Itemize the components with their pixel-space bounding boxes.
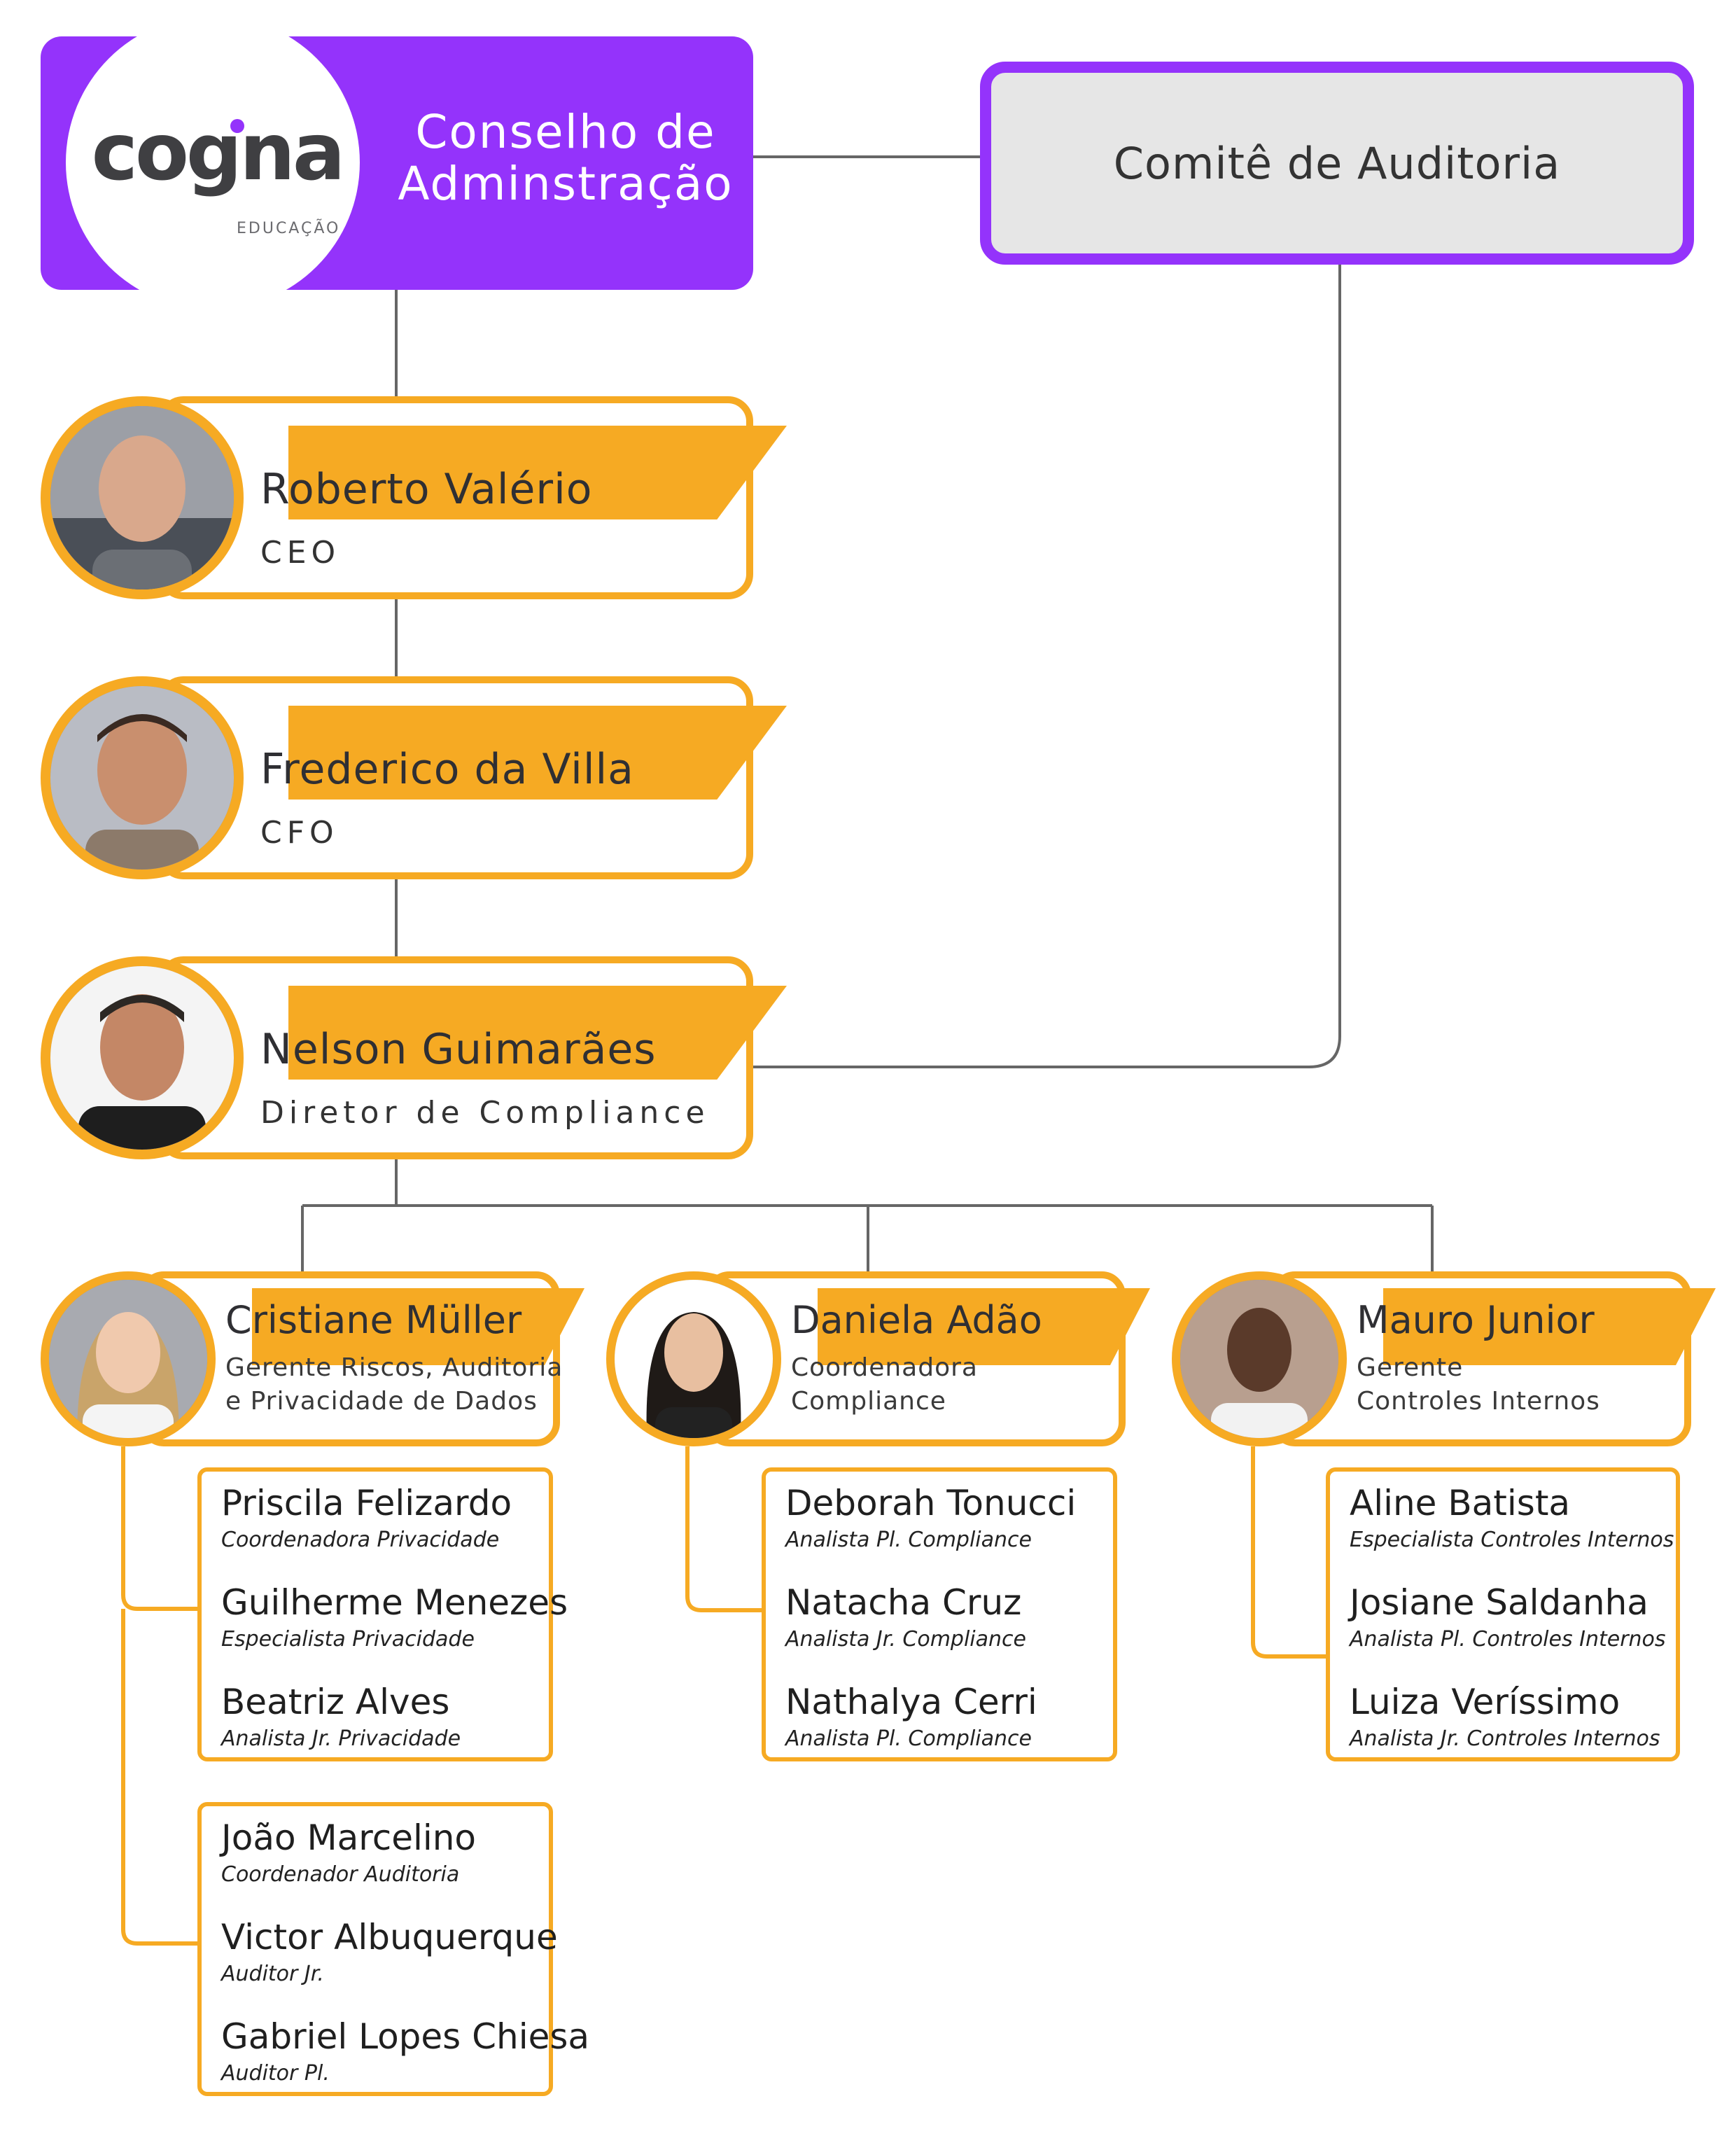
logo-dot-icon bbox=[230, 119, 244, 133]
audit-committee-title: Comitê de Auditoria bbox=[1113, 137, 1561, 189]
cristiane-team2-connector bbox=[121, 1609, 197, 1946]
team-member-role: Coordenadora Privacidade bbox=[221, 1528, 500, 1552]
manager-role-line2: Controles Internos bbox=[1357, 1387, 1600, 1416]
board-title: Conselho de Adminstração bbox=[384, 106, 748, 210]
name-banner bbox=[252, 1288, 584, 1365]
team-box-audit: João Marcelino Coordenador Auditoria Vic… bbox=[197, 1802, 589, 2096]
team-member-name: Priscila Felizardo bbox=[221, 1483, 512, 1523]
team-member-role: Coordenador Auditoria bbox=[221, 1862, 460, 1887]
exec-card-director[interactable]: Nelson Guimarães Diretor de Compliance bbox=[158, 956, 787, 1159]
exec-role: CEO bbox=[260, 535, 341, 571]
avatar-daniela bbox=[606, 1271, 781, 1446]
team-member-name: Deborah Tonucci bbox=[785, 1483, 1077, 1523]
manager-role-line1: Gerente Riscos, Auditoria bbox=[225, 1353, 564, 1382]
manager-role-line1: Coordenadora bbox=[791, 1353, 978, 1382]
exec-role: CFO bbox=[260, 815, 339, 851]
manager-name: Mauro Junior bbox=[1357, 1298, 1595, 1342]
team-member-name: Natacha Cruz bbox=[785, 1582, 1022, 1623]
mauro-team-connector bbox=[1251, 1446, 1326, 1659]
avatar-ceo bbox=[41, 396, 244, 599]
name-banner bbox=[818, 1288, 1150, 1365]
avatar-cristiane bbox=[41, 1271, 216, 1446]
audit-to-director-line bbox=[753, 265, 1341, 1068]
team-member-role: Analista Jr. Compliance bbox=[785, 1627, 1026, 1652]
avatar-director bbox=[41, 956, 244, 1159]
board-title-line1: Conselho de bbox=[415, 105, 716, 159]
exec-role: Diretor de Compliance bbox=[260, 1095, 710, 1131]
team-member-name: Victor Albuquerque bbox=[221, 1917, 558, 1957]
avatar-cfo bbox=[41, 676, 244, 879]
team-member-name: Beatriz Alves bbox=[221, 1682, 450, 1722]
team-member-role: Especialista Controles Internos bbox=[1350, 1528, 1674, 1552]
team-box-privacy: Priscila Felizardo Coordenadora Privacid… bbox=[197, 1467, 568, 1761]
exec-card-ceo[interactable]: Roberto Valério CEO bbox=[158, 396, 787, 599]
exec-name: Roberto Valério bbox=[260, 465, 593, 514]
team-member-name: Luiza Veríssimo bbox=[1350, 1682, 1620, 1722]
team-box-internal-controls: Aline Batista Especialista Controles Int… bbox=[1326, 1467, 1680, 1761]
logo-circle bbox=[66, 36, 360, 290]
team-member-role: Analista Jr. Controles Internos bbox=[1350, 1726, 1660, 1751]
manager-role-line2: Compliance bbox=[791, 1387, 946, 1416]
team-member-name: Nathalya Cerri bbox=[785, 1682, 1037, 1722]
exec-card-cfo[interactable]: Frederico da Villa CFO bbox=[158, 676, 787, 879]
logo-subtext: EDUCAÇÃO bbox=[237, 220, 341, 237]
cristiane-team1-connector bbox=[121, 1446, 197, 1611]
cogna-logo: cogna bbox=[91, 107, 346, 198]
team-member-name: João Marcelino bbox=[221, 1817, 477, 1858]
board-title-line2: Adminstração bbox=[398, 156, 734, 211]
daniela-team-connector bbox=[685, 1446, 762, 1612]
team-member-role: Analista Jr. Privacidade bbox=[221, 1726, 461, 1751]
name-banner bbox=[288, 706, 787, 800]
team-box-compliance: Deborah Tonucci Analista Pl. Compliance … bbox=[762, 1467, 1117, 1761]
exec-name: Frederico da Villa bbox=[260, 745, 634, 794]
team-member-role: Analista Pl. Controles Internos bbox=[1350, 1627, 1666, 1652]
team-member-role: Analista Pl. Compliance bbox=[785, 1726, 1032, 1751]
name-banner bbox=[288, 426, 787, 519]
team-member-name: Guilherme Menezes bbox=[221, 1582, 568, 1623]
manager-card-mauro[interactable]: Mauro Junior Gerente Controles Internos bbox=[1271, 1271, 1716, 1446]
team-member-name: Gabriel Lopes Chiesa bbox=[221, 2016, 590, 2057]
team-member-role: Auditor Jr. bbox=[221, 1962, 324, 1986]
team-member-role: Analista Pl. Compliance bbox=[785, 1528, 1032, 1552]
manager-name: Daniela Adão bbox=[791, 1298, 1042, 1342]
manager-role-line1: Gerente bbox=[1357, 1353, 1464, 1382]
audit-committee-box[interactable]: Comitê de Auditoria bbox=[980, 62, 1694, 265]
name-banner bbox=[288, 986, 787, 1080]
team-member-role: Auditor Pl. bbox=[221, 2061, 330, 2086]
manager-name: Cristiane Müller bbox=[225, 1298, 522, 1342]
team-member-name: Josiane Saldanha bbox=[1350, 1582, 1648, 1623]
name-banner bbox=[1383, 1288, 1716, 1365]
team-member-name: Aline Batista bbox=[1350, 1483, 1571, 1523]
manager-role-line2: e Privacidade de Dados bbox=[225, 1387, 538, 1416]
board-of-directors-box[interactable]: cogna EDUCAÇÃO Conselho de Adminstração bbox=[41, 36, 753, 290]
team-member-role: Especialista Privacidade bbox=[221, 1627, 475, 1652]
avatar-mauro bbox=[1172, 1271, 1347, 1446]
exec-name: Nelson Guimarães bbox=[260, 1025, 657, 1074]
